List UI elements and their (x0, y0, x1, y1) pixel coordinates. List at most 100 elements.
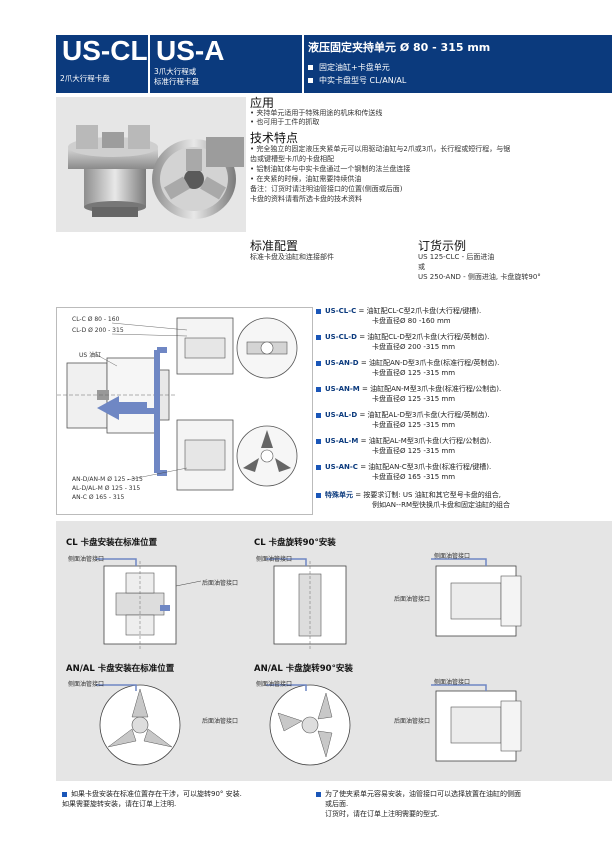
order-code: 特殊单元 (325, 491, 353, 499)
product-photo-illustration (68, 125, 244, 219)
order-code-item: US-AN-M = 油缸配AN-M型3爪卡盘(标准行程/公制齿). (316, 384, 501, 394)
application-item: • 夹持单元适用于特殊用途的机床和传送线 (250, 109, 383, 117)
note-left-line1: 如果卡盘安装在标准位置存在干涉，可以旋转90° 安装. (71, 790, 242, 798)
configuration-diagram: CL-C Ø 80 - 160 CL-D Ø 200 - 315 US 油缸 A… (56, 307, 313, 515)
order-code-desc: = 油缸配AL-D型3爪卡盘(大行程/英制齿). (359, 411, 490, 419)
model-cl-title: US-CL (62, 35, 148, 66)
feature-line: • 铝制油缸体与中实卡盘通过一个钢制的法兰盘连接 (250, 165, 411, 173)
order-code-detail: 卡盘直径Ø 125 -315 mm (372, 447, 456, 455)
model-a-subtitle-1: 3爪大行程或 (154, 67, 197, 76)
bullet-square-icon (62, 791, 67, 797)
standard-text: 标准卡盘及油缸和连接部件 (250, 253, 334, 261)
order-code-desc: = 油缸配AN-M型3爪卡盘(标准行程/公制齿). (362, 385, 502, 393)
label-an-m: AN-D/AN-M Ø 125 - 315 (72, 476, 143, 483)
header-bullet: 中实卡盘型号 CL/AN/AL (308, 75, 406, 86)
bullet-square-icon (316, 334, 321, 340)
configuration-drawing (57, 317, 298, 491)
label-an-c: AN-C Ø 165 - 315 (72, 494, 125, 501)
order-example-line: US 250-AND - 侧面进油, 卡盘旋转90° (418, 273, 541, 281)
feature-line: 卡盘的资料请看所选卡盘的技术资料 (250, 195, 362, 203)
order-code: US-CL-D (325, 333, 357, 341)
note-right: 为了使夹紧单元容易安装，油管接口可以选择放置在油缸的侧面 (316, 789, 521, 799)
model-cl-subtitle: 2爪大行程卡盘 (60, 74, 110, 83)
order-code-item: US-CL-C = 油缸配CL-C型2爪卡盘(大行程/键槽). (316, 306, 481, 316)
note-right-line2: 或后面. (325, 800, 349, 808)
mounting-drawings (96, 558, 522, 766)
feature-line: 齿或键槽型卡爪的卡盘相配 (250, 155, 334, 163)
label-rear-port: 后面油管接口 (394, 596, 431, 603)
order-code-item: US-AL-D = 油缸配AL-D型3爪卡盘(大行程/英制齿). (316, 410, 490, 420)
label-rear-port: 后面油管接口 (394, 718, 431, 725)
application-heading: 应用 (250, 96, 275, 110)
order-code-desc: = 油缸配CL-C型2爪卡盘(大行程/键槽). (358, 307, 482, 315)
bullet-square-icon (316, 386, 321, 392)
order-code: US-AN-C (325, 463, 358, 471)
bullet-square-icon (316, 360, 321, 366)
label-clc: CL-C Ø 80 - 160 (72, 316, 120, 323)
bullet-square-icon (308, 65, 313, 70)
standard-heading: 标准配置 (250, 239, 299, 253)
order-code: US-CL-C (325, 307, 357, 315)
label-side-port: 侧面油管接口 (68, 556, 105, 563)
order-code-item: US-AL-M = 油缸配AL-M型3爪卡盘(大行程/公制齿). (316, 436, 491, 446)
bullet-square-icon (308, 78, 313, 83)
order-code: US-AN-M (325, 385, 360, 393)
label-side-port: 侧面油管接口 (434, 553, 471, 560)
order-code-detail: 例如AN--RM型快换爪卡盘和固定油缸的组合 (372, 501, 510, 509)
order-code: US-AL-D (325, 411, 358, 419)
label-rear-port: 后面油管接口 (202, 580, 239, 587)
bullet-square-icon (316, 791, 321, 797)
order-code-desc: = 油缸配CL-D型2爪卡盘(大行程/英制齿). (359, 333, 490, 341)
order-example-line: US 125-CLC - 后面进油 (418, 253, 495, 261)
panel-title-an-rotated: AN/AL 卡盘旋转90°安装 (254, 664, 353, 674)
feature-line: • 完全独立的固定液压夹紧单元可以用驱动油缸与2爪或3爪，长行程或短行程，与锯 (250, 145, 511, 153)
note-left: 如果卡盘安装在标准位置存在干涉，可以旋转90° 安装. (62, 789, 242, 799)
order-code-item: US-AN-D = 油缸配AN-D型3爪卡盘(标准行程/英制齿). (316, 358, 499, 368)
label-side-port: 侧面油管接口 (256, 556, 293, 563)
label-side-port: 侧面油管接口 (256, 681, 293, 688)
header-bar: US-CL 2爪大行程卡盘 US-A 3爪大行程或 标准行程卡盘 液压固定夹持单… (56, 35, 612, 93)
order-code-item: 特殊单元 = 按要求订制: US 油缸和其它型号卡盘的组合, (316, 490, 501, 500)
label-al-m: AL-D/AL-M Ø 125 - 315 (72, 485, 141, 492)
product-title: 液压固定夹持单元 Ø 80 - 315 mm (308, 41, 491, 54)
order-code-detail: 卡盘直径Ø 125 -315 mm (372, 421, 456, 429)
panel-title-cl-standard: CL 卡盘安装在标准位置 (66, 538, 158, 548)
order-example-heading: 订货示例 (418, 239, 467, 253)
application-item: • 也可用于工件的抓取 (250, 118, 320, 126)
panel-title-cl-rotated: CL 卡盘旋转90°安装 (254, 538, 336, 548)
order-code-desc: = 油缸配AN-D型3爪卡盘(标准行程/英制齿). (360, 359, 500, 367)
header-bullet-text: 固定油缸+卡盘单元 (319, 63, 390, 72)
order-code: US-AN-D (325, 359, 359, 367)
note-right-line1: 为了使夹紧单元容易安装，油管接口可以选择放置在油缸的侧面 (325, 790, 521, 798)
order-code-desc: = 按要求订制: US 油缸和其它型号卡盘的组合, (355, 491, 501, 499)
order-code-detail: 卡盘直径Ø 200 -315 mm (372, 343, 456, 351)
order-example-line: 或 (418, 263, 425, 271)
note-right-line3: 订货时，请在订单上注明需要的型式. (325, 810, 440, 818)
order-code: US-AL-M (325, 437, 359, 445)
model-a-cell: US-A 3爪大行程或 标准行程卡盘 (150, 35, 304, 93)
bullet-square-icon (316, 438, 321, 444)
bullet-square-icon (316, 412, 321, 418)
note-left-line2: 如果需要旋转安装，请在订单上注明. (62, 800, 177, 808)
mounting-options-panel: CL 卡盘安装在标准位置 CL 卡盘旋转90°安装 AN/AL 卡盘安装在标准位… (56, 521, 612, 781)
bullet-square-icon (316, 492, 321, 498)
model-a-title: US-A (156, 35, 225, 66)
feature-line: • 在夹紧的时候，油缸需要持续供油 (250, 175, 362, 183)
order-code-desc: = 油缸配AL-M型3爪卡盘(大行程/公制齿). (360, 437, 492, 445)
label-side-port: 侧面油管接口 (68, 681, 105, 688)
label-rear-port: 后面油管接口 (202, 718, 239, 725)
bullet-square-icon (316, 308, 321, 314)
features-heading: 技术特点 (250, 131, 299, 145)
label-side-port: 侧面油管接口 (434, 679, 471, 686)
order-code-item: US-AN-C = 油缸配AN-C型3爪卡盘(标准行程/键槽). (316, 462, 491, 472)
model-cl-cell: US-CL 2爪大行程卡盘 (56, 35, 150, 93)
order-code-detail: 卡盘直径Ø 165 -315 mm (372, 473, 456, 481)
order-code-detail: 卡盘直径Ø 125 -315 mm (372, 395, 456, 403)
product-photo (56, 97, 246, 232)
feature-line: 备注：订货时请注明油管接口的位置(侧面或后面) (250, 185, 403, 193)
order-code-item: US-CL-D = 油缸配CL-D型2爪卡盘(大行程/英制齿). (316, 332, 489, 342)
header-bullet-text: 中实卡盘型号 CL/AN/AL (319, 76, 407, 85)
bullet-square-icon (316, 464, 321, 470)
panel-title-an-standard: AN/AL 卡盘安装在标准位置 (66, 664, 175, 674)
order-code-detail: 卡盘直径Ø 80 -160 mm (372, 317, 451, 325)
